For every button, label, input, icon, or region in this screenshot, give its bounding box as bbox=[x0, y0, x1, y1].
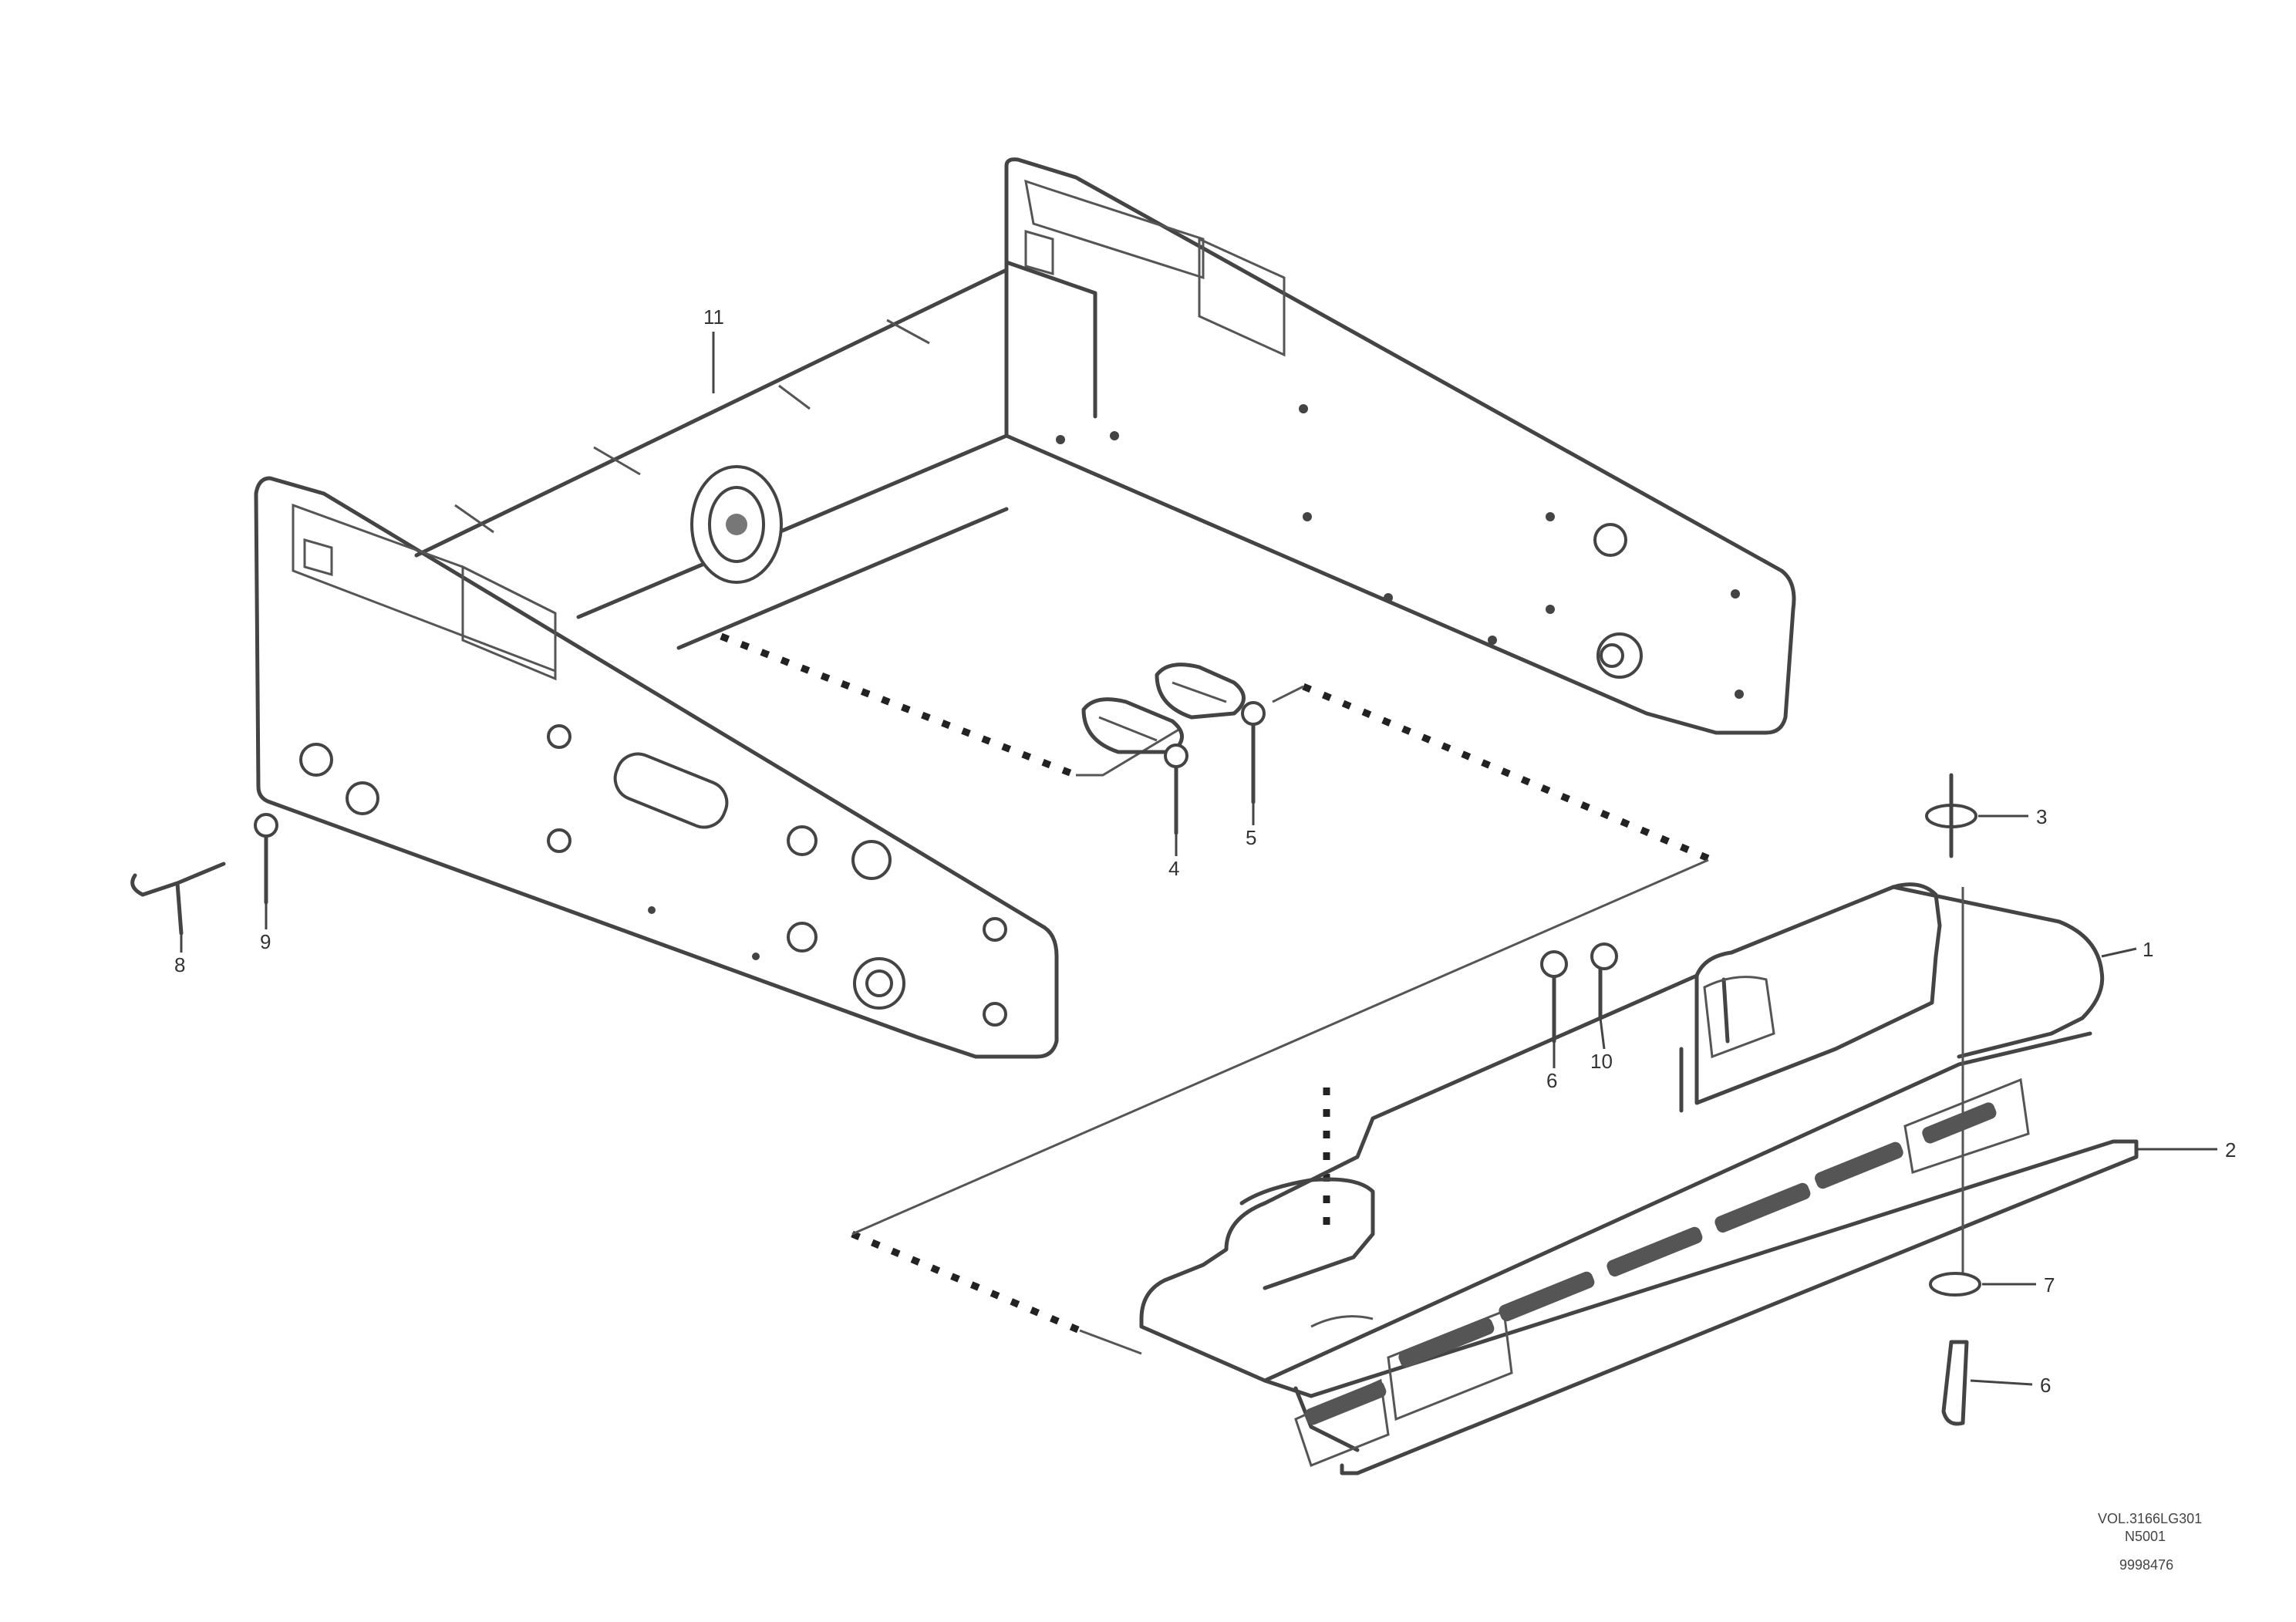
rear-frame-rail bbox=[1004, 157, 1796, 735]
callout-4: 4 bbox=[1168, 857, 1179, 880]
callout-9: 9 bbox=[260, 930, 271, 953]
callout-6: 6 bbox=[1546, 1069, 1557, 1092]
callout-11: 11 bbox=[703, 305, 724, 329]
callout-7: 7 bbox=[2044, 1273, 2055, 1297]
callout-2: 2 bbox=[2225, 1138, 2236, 1162]
reference-line-1: VOL.3166LG301 bbox=[2098, 1511, 2202, 1526]
callout-8: 8 bbox=[174, 953, 185, 976]
callout-5: 5 bbox=[1246, 826, 1256, 849]
front-frame-rail bbox=[254, 476, 1059, 1059]
drawing-reference: VOL.3166LG301 N5001 9998476 bbox=[2098, 1511, 2202, 1573]
reference-line-2: N5001 bbox=[2125, 1529, 2166, 1544]
cross-member bbox=[414, 268, 1009, 650]
callout-10: 10 bbox=[1590, 1050, 1613, 1073]
fasteners bbox=[130, 723, 1981, 1426]
callout-3: 3 bbox=[2036, 805, 2047, 828]
assembly-dash-lines bbox=[720, 632, 1714, 1355]
leader-lines bbox=[180, 332, 2217, 1386]
callout-labels: 11 4 5 8 9 3 1 6 10 2 7 6 bbox=[174, 305, 2236, 1397]
callout-1: 1 bbox=[2143, 938, 2153, 961]
drawing-code: 9998476 bbox=[2119, 1557, 2173, 1573]
callout-6-lower: 6 bbox=[2040, 1374, 2051, 1397]
wear-pads bbox=[1081, 663, 1266, 768]
step-platform bbox=[1139, 882, 2139, 1475]
